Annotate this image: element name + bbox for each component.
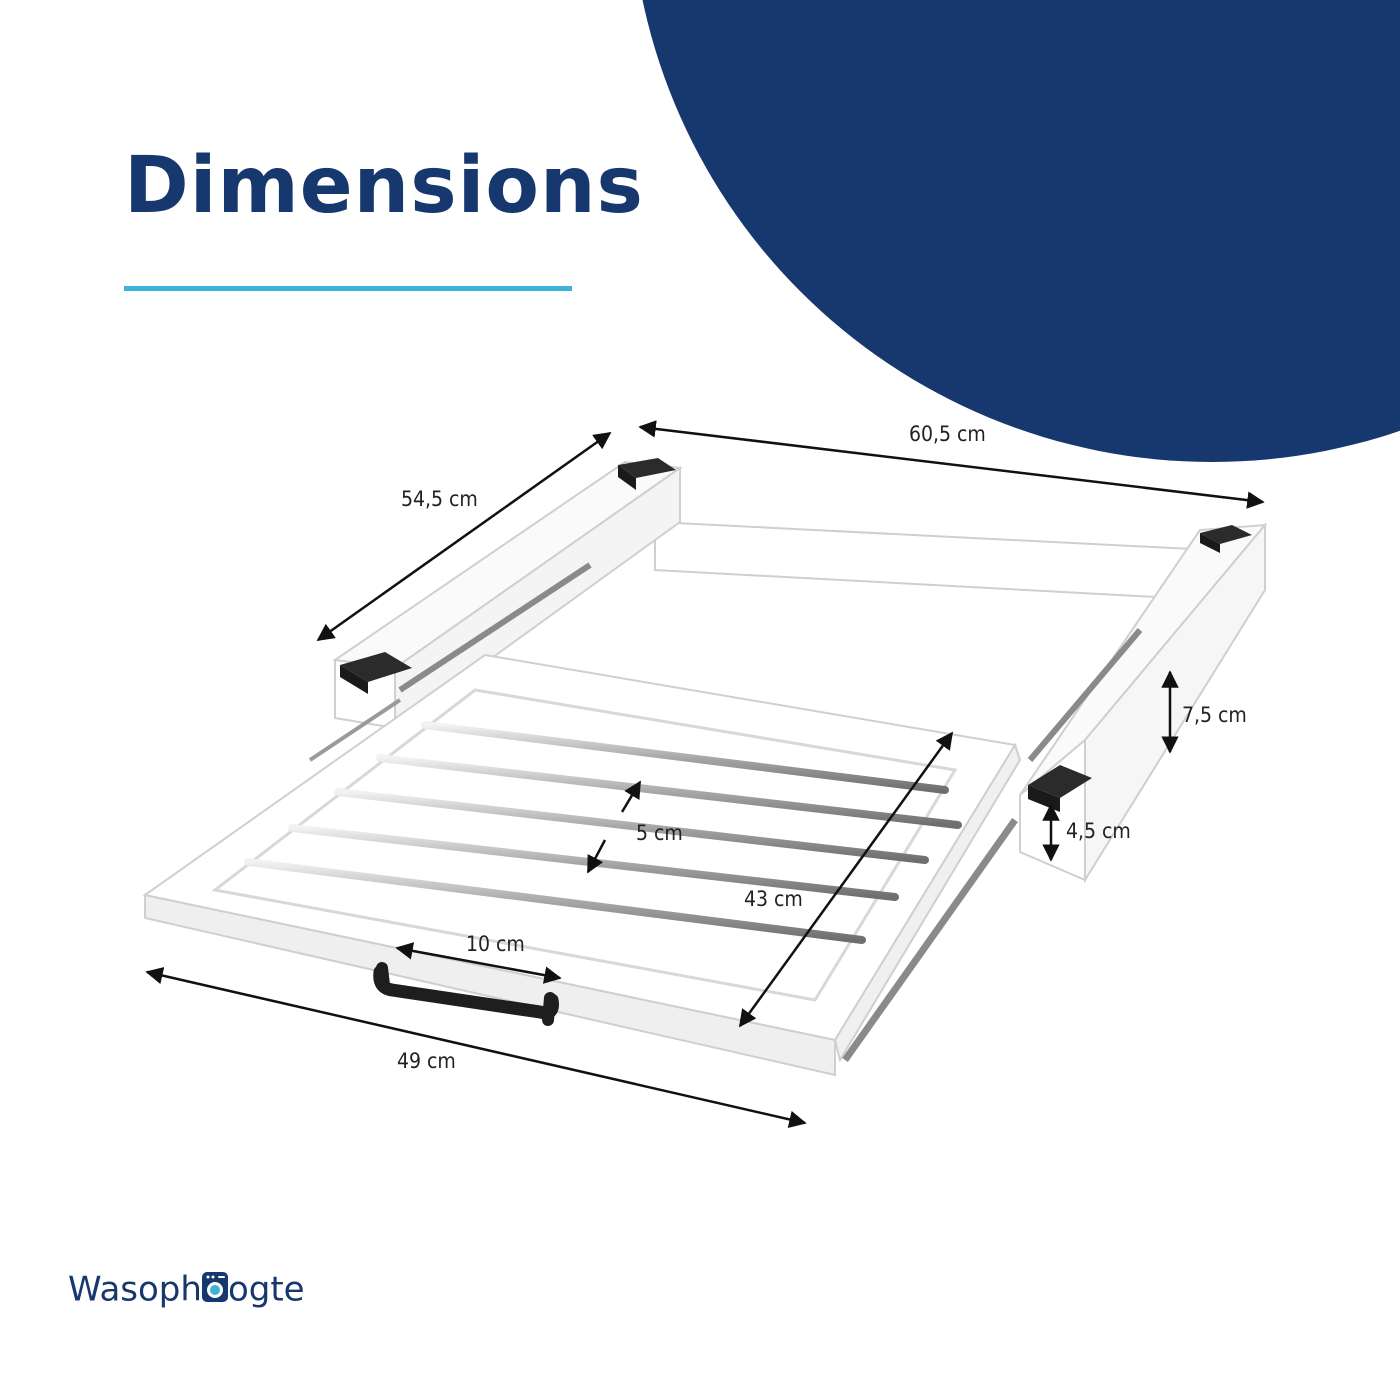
decorative-circle bbox=[642, 0, 1400, 462]
foot-pad-front-right bbox=[1028, 765, 1092, 798]
dim-line-depth bbox=[316, 431, 612, 642]
label-handle-width: 10 cm bbox=[466, 932, 525, 956]
foot-pad-back-left-side bbox=[618, 465, 636, 490]
dim-line-width bbox=[638, 420, 1265, 509]
label-tray-height: 4,5 cm bbox=[1066, 819, 1131, 843]
left-slide-rail-lower bbox=[308, 698, 402, 762]
label-frame-height: 7,5 cm bbox=[1182, 703, 1247, 727]
foot-pad-back-right bbox=[1200, 525, 1252, 544]
foot-pad-back-right-side bbox=[1200, 533, 1220, 553]
brand-name-suffix: ogte bbox=[227, 1269, 305, 1310]
brand-name-prefix: Wasoph bbox=[68, 1269, 202, 1310]
label-depth: 54,5 cm bbox=[401, 487, 478, 511]
dim-line-handle bbox=[395, 942, 562, 984]
right-slide-rail bbox=[1027, 628, 1143, 762]
label-width: 60,5 cm bbox=[909, 422, 986, 446]
label-tray-width: 49 cm bbox=[397, 1049, 456, 1073]
brand-logo: Wasoph ogte bbox=[68, 1268, 305, 1310]
page-title: Dimensions bbox=[124, 141, 644, 231]
label-rod-spacing: 5 cm bbox=[636, 821, 683, 845]
dim-line-tray-width bbox=[145, 966, 807, 1129]
foot-pad-front-left bbox=[340, 652, 412, 682]
label-tray-depth: 43 cm bbox=[744, 887, 803, 911]
washing-machine-icon bbox=[201, 1271, 228, 1302]
dimension-lines bbox=[145, 420, 1265, 1129]
foot-pad-front-left-side bbox=[340, 665, 368, 694]
dim-line-rod-spacing-top bbox=[620, 780, 642, 813]
dim-line-tray-depth bbox=[738, 731, 954, 1028]
frame-back-bar bbox=[654, 520, 1213, 602]
title-underline bbox=[124, 286, 572, 291]
dim-line-rod-spacing-bottom bbox=[586, 839, 607, 874]
